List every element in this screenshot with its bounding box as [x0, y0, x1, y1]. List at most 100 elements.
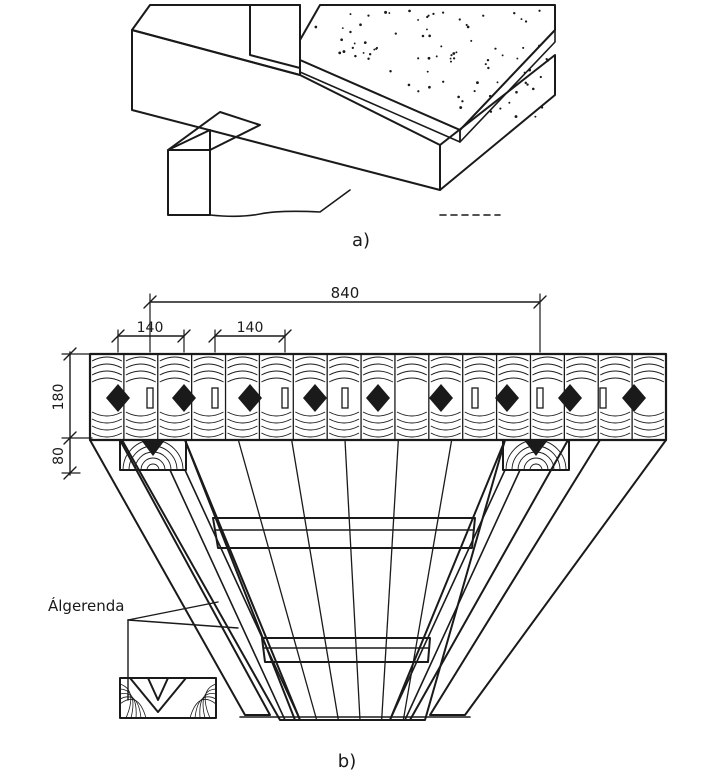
aggregate-dot: [417, 57, 420, 60]
growth-ring: [261, 377, 292, 383]
growth-ring: [125, 425, 156, 431]
growth-ring: [328, 418, 360, 424]
growth-ring: [633, 377, 665, 383]
dimension-840-label: 840: [331, 284, 360, 302]
aggregate-dot: [499, 107, 502, 110]
cross-laminated-slab-side: [439, 54, 556, 191]
aggregate-dot: [363, 41, 367, 44]
aggregate-dot: [524, 20, 528, 23]
aggregate-dot: [534, 115, 537, 118]
growth-ring: [261, 370, 292, 376]
aggregate-dot: [452, 52, 456, 55]
growth-ring: [295, 411, 326, 417]
aggregate-dot: [349, 30, 352, 34]
lower-wall-panel: [167, 129, 211, 216]
deck-underside: [184, 439, 506, 721]
growth-ring: [91, 377, 123, 383]
dowel-diamonds: [106, 384, 646, 412]
cross-batten-lower: [261, 637, 431, 663]
aggregate-dot: [408, 9, 411, 13]
aggregate-dot: [407, 83, 411, 87]
detail-ring: [119, 696, 142, 719]
growth-ring: [193, 432, 224, 438]
growth-ring: [295, 370, 326, 376]
aggregate-dot: [450, 60, 452, 63]
aggregate-dot: [450, 54, 453, 57]
growth-ring: [464, 363, 495, 369]
growth-ring: [633, 370, 665, 376]
aggregate-dot: [384, 10, 388, 14]
aggregate-dot: [394, 32, 397, 35]
growth-ring: [91, 432, 123, 438]
growth-ring: [91, 418, 123, 424]
aggregate-dot: [432, 12, 435, 16]
growth-ring: [362, 418, 394, 424]
growth-ring: [633, 425, 665, 431]
aggregate-dot: [428, 34, 431, 38]
insulation-layer: [299, 59, 461, 143]
lamellae: [91, 354, 665, 440]
growth-ring: [600, 411, 631, 417]
growth-ring: [193, 356, 224, 362]
growth-ring: [464, 425, 495, 431]
growth-ring: [295, 425, 326, 431]
growth-ring: [328, 363, 360, 369]
growth-ring: [430, 356, 461, 362]
aggregate-dot: [470, 39, 473, 42]
aggregate-dot: [465, 23, 468, 26]
growth-ring: [227, 425, 258, 431]
growth-ring: [464, 370, 495, 376]
growth-ring: [464, 418, 495, 424]
aggregate-dot: [457, 95, 460, 99]
aggregate-dot: [520, 18, 523, 21]
dowel-diamond: [429, 384, 453, 412]
nail-slot: [281, 387, 289, 409]
left-outer-edge: [89, 439, 271, 716]
growth-ring: [295, 432, 326, 438]
growth-ring: [362, 356, 394, 362]
growth-ring: [633, 356, 665, 362]
aggregate-dot: [417, 90, 420, 93]
growth-ring: [430, 370, 461, 376]
dowel-diamond: [106, 384, 130, 412]
detail-ring: [194, 696, 217, 719]
aggregate-dot: [368, 53, 372, 56]
right-rib-grain: [505, 439, 567, 471]
growth-ring: [91, 363, 123, 369]
nail-slot: [536, 387, 544, 409]
dowel-diamond: [622, 384, 646, 412]
aggregate-dot: [486, 58, 490, 62]
aggregate-dot: [501, 54, 504, 57]
growth-ring: [159, 370, 190, 376]
deck-planks: [237, 439, 453, 721]
aggregate-dot: [351, 46, 354, 50]
rib-notch: [141, 440, 165, 456]
aggregate-dot: [487, 66, 490, 70]
growth-ring: [159, 356, 190, 362]
growth-ring: [159, 432, 190, 438]
aggregate-dot: [476, 81, 479, 85]
end-grain-ring: [146, 463, 160, 471]
aggregate-dot: [539, 75, 542, 79]
growth-ring: [498, 432, 529, 438]
aggregate-dot: [440, 45, 443, 48]
growth-ring: [295, 363, 326, 369]
growth-ring: [125, 377, 156, 383]
growth-ring: [328, 356, 360, 362]
growth-ring: [566, 432, 597, 438]
aggregate-dot: [452, 57, 456, 60]
growth-ring: [532, 432, 563, 438]
growth-ring: [498, 377, 529, 383]
aggregate-dot: [426, 70, 429, 73]
aggregate-dot: [538, 9, 541, 12]
dimension-180-label: 180: [51, 384, 67, 411]
growth-ring: [532, 356, 563, 362]
growth-ring: [295, 418, 326, 424]
laminated-slab-section: [88, 352, 668, 442]
growth-ring: [566, 363, 597, 369]
growth-ring: [227, 356, 258, 362]
aggregate-dot: [515, 90, 518, 94]
aggregate-dot: [373, 48, 376, 51]
insulation-layer-edge: [459, 29, 556, 143]
